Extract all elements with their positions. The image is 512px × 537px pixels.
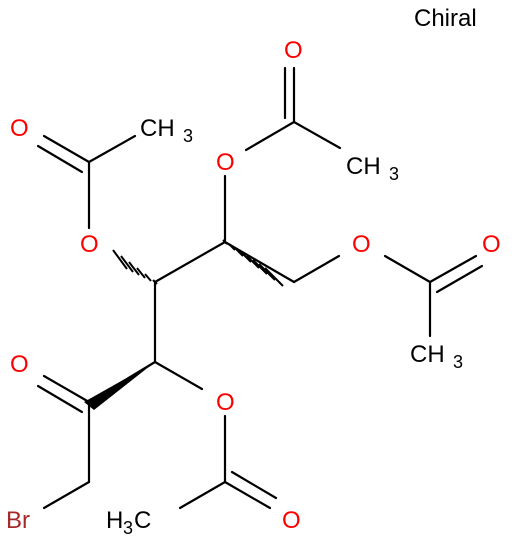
bond-c5-o (292, 254, 341, 284)
bond-ac3-co-a (428, 254, 478, 284)
bond-ac1-co-a (42, 134, 91, 164)
atom-ch3-ac3: CH (410, 341, 445, 368)
hash-bond-c4 (222, 239, 284, 287)
wedge-bond-c2 (84, 362, 155, 410)
atom-ch3-ac1: CH (140, 115, 175, 142)
atom-ch3-ac4-h: H (106, 507, 123, 534)
atom-br: Br (6, 507, 30, 534)
bond-ac2-o-c (244, 120, 296, 152)
bond-ketone-a (42, 374, 91, 404)
atom-ch3-ac4-c: C (134, 507, 151, 534)
atom-o-ac2-ester: O (216, 149, 235, 176)
atom-o-ac3-ester: O (352, 231, 371, 258)
atom-o-ac1-ester: O (80, 231, 99, 258)
bond-layer (36, 66, 484, 510)
atom-o-ac2-carbonyl: O (284, 37, 303, 64)
bond-c3-c4 (153, 240, 227, 284)
atom-ch3-ac3-sub: 3 (453, 352, 463, 372)
atom-ch3-ac4-sub: 3 (123, 518, 133, 537)
atom-o-ketone: O (10, 351, 29, 378)
bond-ac4-co-a (223, 480, 272, 510)
atom-o-ac1-carbonyl: O (10, 115, 29, 142)
atom-o-ac4-ester: O (216, 389, 235, 416)
atom-ch3-ac2-sub: 3 (389, 164, 399, 184)
atom-o-ac4-carbonyl: O (282, 507, 301, 534)
atom-layer: O CH 3 O O O CH 3 O O CH 3 O O O H 3 C B… (6, 37, 501, 537)
bond-ketone-b (36, 384, 84, 414)
bond-ac1-co-b (36, 144, 84, 174)
hash-bond-c3 (112, 249, 158, 285)
chiral-flag: Chiral (414, 5, 477, 32)
bond-ac3-co-b (435, 264, 484, 294)
bond-ch2-br (42, 480, 91, 510)
bond-ac4-c2-o (153, 360, 204, 391)
atom-o-ac3-carbonyl: O (482, 231, 501, 258)
bond-ac4-ch3 (178, 480, 227, 510)
bond-ac2-ch3 (292, 120, 342, 150)
bond-ac4-co-b (230, 470, 278, 500)
atom-ch3-ac2: CH (346, 153, 381, 180)
bond-ac1-ch3 (87, 134, 137, 164)
atom-ch3-ac1-sub: 3 (183, 126, 193, 146)
bond-ac3-o-c (383, 254, 432, 284)
